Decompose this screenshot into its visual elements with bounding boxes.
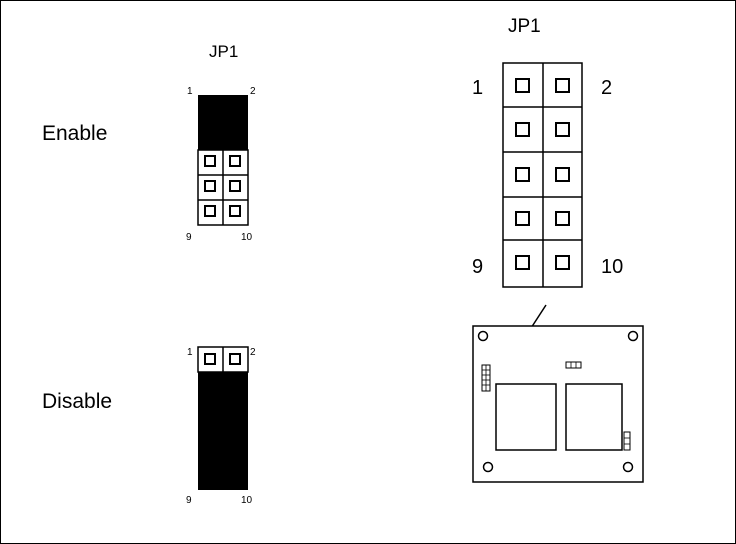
right-pin-10: 10 xyxy=(601,256,624,278)
pin-icon xyxy=(555,167,570,182)
pin-icon xyxy=(515,255,530,270)
right-pin-1: 1 xyxy=(472,77,484,99)
chip-icon xyxy=(495,383,557,451)
board-outline xyxy=(472,325,644,483)
jp1-header-enlarged xyxy=(502,62,583,288)
mount-hole-icon xyxy=(482,461,494,473)
disable-pin-2: 2 xyxy=(250,347,256,358)
pin-icon xyxy=(229,155,241,167)
pin-icon xyxy=(204,155,216,167)
board-connector xyxy=(623,431,631,451)
mount-hole-icon xyxy=(622,461,634,473)
enable-pin-2: 2 xyxy=(250,86,256,97)
mount-hole-icon xyxy=(477,330,489,342)
pin-icon xyxy=(555,122,570,137)
pin-icon xyxy=(555,78,570,93)
right-pin-2: 2 xyxy=(601,77,613,99)
right-pin-9: 9 xyxy=(472,256,484,278)
disable-jumper-cap xyxy=(198,372,248,490)
right-jp1-title: JP1 xyxy=(508,16,541,37)
pin-icon xyxy=(515,122,530,137)
pin-icon xyxy=(204,205,216,217)
disable-pin-10: 10 xyxy=(241,495,253,506)
chip-icon xyxy=(565,383,623,451)
enable-pin-9: 9 xyxy=(186,232,192,243)
disable-jumper xyxy=(197,346,249,490)
enable-pin-1: 1 xyxy=(187,86,193,97)
board-connector xyxy=(565,361,582,369)
disable-pin-9: 9 xyxy=(186,495,192,506)
disable-label: Disable xyxy=(42,390,113,413)
enable-label: Enable xyxy=(42,122,108,145)
pin-icon xyxy=(229,353,241,365)
enable-jumper-cap xyxy=(198,95,248,150)
left-jp1-title: JP1 xyxy=(209,42,239,61)
enable-jumper xyxy=(197,95,249,226)
enable-pin-10: 10 xyxy=(241,232,253,243)
pin-icon xyxy=(204,353,216,365)
pin-icon xyxy=(204,180,216,192)
pin-icon xyxy=(515,211,530,226)
pin-icon xyxy=(229,180,241,192)
mount-hole-icon xyxy=(627,330,639,342)
disable-pin-1: 1 xyxy=(187,347,193,358)
pin-icon xyxy=(555,211,570,226)
pin-icon xyxy=(555,255,570,270)
pin-icon xyxy=(515,78,530,93)
pin-icon xyxy=(515,167,530,182)
pin-icon xyxy=(229,205,241,217)
